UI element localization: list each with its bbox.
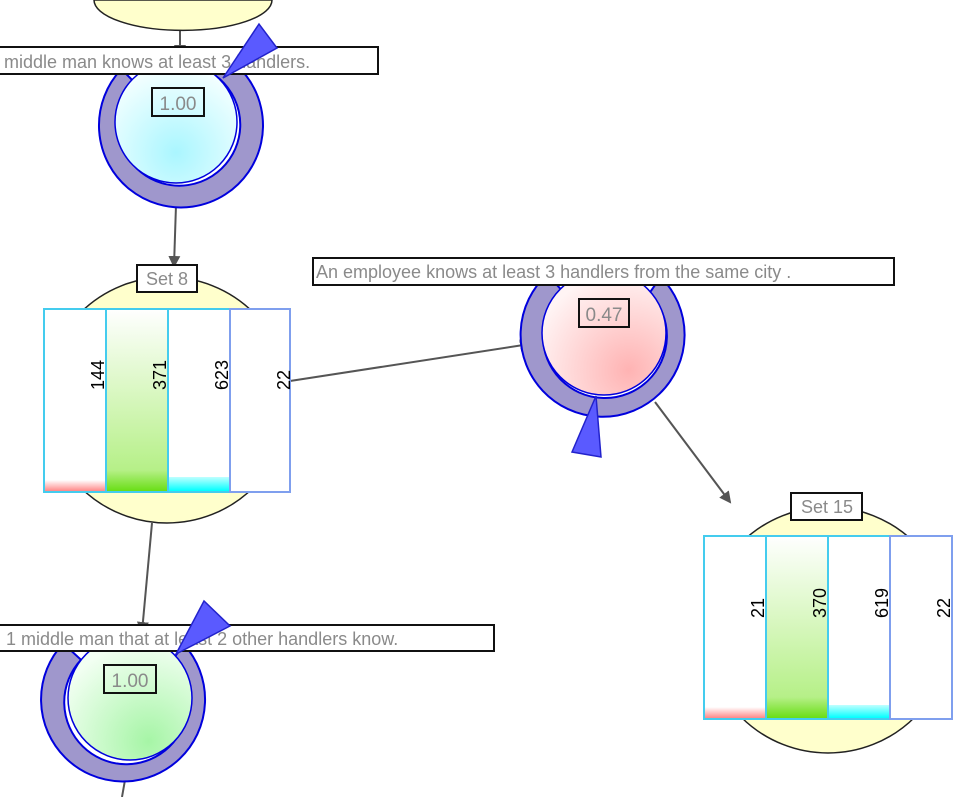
count-label: 22 bbox=[274, 370, 294, 390]
rule-label-box bbox=[0, 624, 495, 652]
set-title: Set 8 bbox=[146, 269, 188, 289]
confidence-box bbox=[578, 298, 630, 328]
bar-fill-red bbox=[45, 480, 105, 491]
edge-rule-bottom-down bbox=[121, 779, 126, 797]
set-node-partial-top[interactable] bbox=[93, 0, 273, 32]
confidence-value: 0.47 bbox=[586, 305, 623, 326]
count-label: 619 bbox=[872, 588, 892, 618]
set-node-set8[interactable]: Set 8 144 371 623 22 bbox=[43, 264, 294, 524]
set-title: Set 15 bbox=[801, 497, 853, 517]
edge-set8-to-rule-employee bbox=[289, 339, 532, 382]
bar-fill-cyan bbox=[169, 477, 229, 491]
count-label: 623 bbox=[212, 360, 232, 390]
pointer-icon bbox=[174, 599, 232, 656]
bar-frame bbox=[229, 308, 291, 493]
set-node-set15[interactable]: Set 15 21 370 619 22 bbox=[703, 492, 954, 754]
rule-disc bbox=[67, 635, 193, 761]
confidence-ring bbox=[40, 641, 207, 783]
confidence-value: 1.00 bbox=[112, 671, 149, 692]
pointer-icon bbox=[570, 395, 602, 458]
confidence-value: 1.00 bbox=[160, 94, 197, 115]
set-title-box bbox=[136, 264, 198, 293]
bar-fill-cyan bbox=[829, 705, 889, 718]
bar-frame bbox=[765, 535, 829, 720]
rule-node-top[interactable]: middle man knows at least 3 handlers. 1.… bbox=[0, 22, 379, 209]
count-label: 370 bbox=[810, 588, 830, 618]
pointer-icon bbox=[222, 22, 279, 79]
edge-rule-employee-to-set15 bbox=[654, 401, 732, 504]
rule-disc bbox=[541, 270, 667, 396]
rule-label: An employee knows at least 3 handlers fr… bbox=[316, 262, 791, 282]
edge-set8-to-rule-bottom bbox=[136, 522, 153, 634]
rule-label-box bbox=[0, 46, 379, 75]
edge-rule-top-to-set8 bbox=[168, 204, 181, 268]
bar-frame bbox=[827, 535, 891, 720]
count-label: 21 bbox=[748, 598, 768, 618]
rule-node-bottom[interactable]: 1 middle man that at least 2 other handl… bbox=[0, 599, 495, 783]
confidence-box bbox=[103, 664, 157, 694]
rule-label-box bbox=[312, 257, 895, 286]
set-bars: 21 370 619 22 bbox=[703, 535, 954, 720]
count-label: 371 bbox=[150, 360, 170, 390]
edges bbox=[121, 20, 732, 797]
confidence-box bbox=[151, 87, 205, 117]
count-label: 22 bbox=[934, 598, 954, 618]
set-title-box bbox=[790, 492, 863, 521]
rule-node-employee[interactable]: An employee knows at least 3 handlers fr… bbox=[312, 257, 895, 458]
count-label: 144 bbox=[88, 360, 108, 390]
bar-frame bbox=[889, 535, 953, 720]
set-bars: 144 371 623 22 bbox=[43, 308, 294, 493]
bar-frame bbox=[703, 535, 767, 720]
bar-frame bbox=[105, 308, 169, 493]
bar-frame bbox=[167, 308, 231, 493]
bar-fill-red bbox=[705, 707, 765, 718]
rule-disc bbox=[114, 60, 238, 184]
bar-frame bbox=[43, 308, 107, 493]
